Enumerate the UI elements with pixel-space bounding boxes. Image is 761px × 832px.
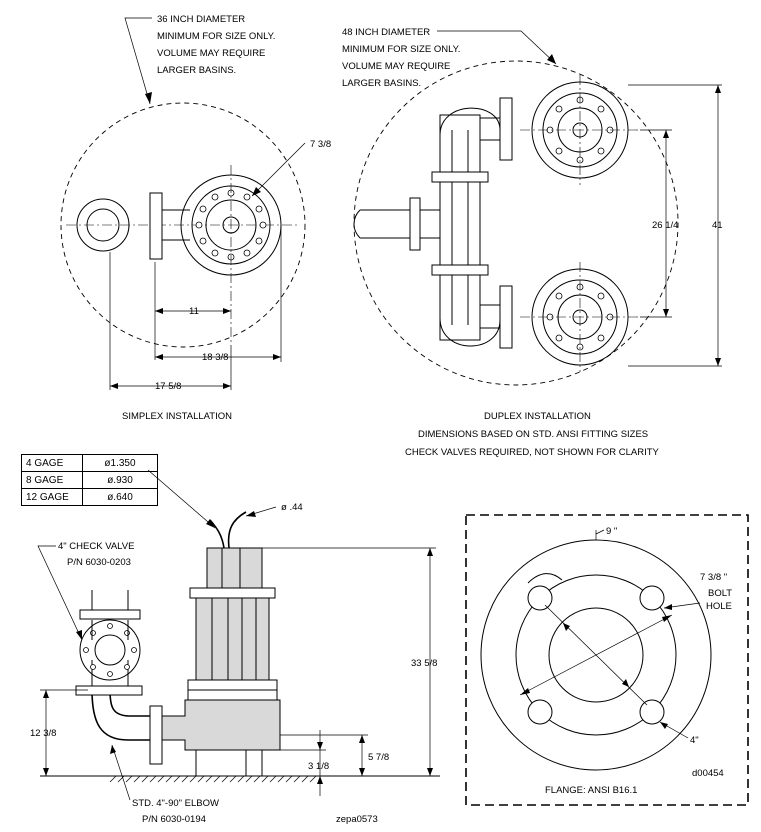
- cable-dia-label: ø .44: [281, 502, 303, 513]
- dim-height: 33 5/8: [411, 658, 437, 669]
- simplex-note-line1: 36 INCH DIAMETER: [157, 14, 245, 25]
- duplex-installation: 48 INCH DIAMETER MINIMUM FOR SIZE ONLY. …: [342, 27, 723, 458]
- motor-flange-top: [189, 587, 276, 599]
- check-valve-flange-top: [79, 609, 141, 620]
- pump-volute: [161, 699, 281, 751]
- gage-table-leader: [147, 469, 216, 529]
- elbow-leader: [111, 744, 131, 801]
- floor-hatch: [109, 775, 317, 783]
- flange-detail: 9 " 7 3/8 " BOLT HOLE 4" d00454 FLANGE: …: [465, 514, 749, 806]
- duplex-note-leader: [437, 30, 557, 65]
- duplex-caption-line2: DIMENSIONS BASED ON STD. ANSI FITTING SI…: [418, 429, 648, 440]
- duplex-upper-bend: [439, 107, 501, 136]
- motor-housing: [195, 597, 270, 681]
- simplex-bolt-leader: [251, 142, 306, 197]
- check-valve-leader: [37, 545, 83, 641]
- flange-bolt-slots: [527, 573, 665, 725]
- table-row: 8 GAGE ø.930: [21, 471, 158, 489]
- simplex-dim-b: 18 3/8: [202, 352, 228, 363]
- duplex-outlet-stub: [353, 209, 410, 239]
- duplex-dim-inner: 26 1/4: [652, 220, 678, 231]
- bolt-hole-word1: BOLT: [708, 588, 732, 599]
- flange-bore: [548, 607, 644, 703]
- duplex-bottom-pump-flange: [499, 285, 513, 349]
- duplex-top-pump-flange: [499, 97, 513, 161]
- table-row: 12 GAGE ø.640: [21, 488, 158, 506]
- table-row: 4 GAGE ø1.350: [21, 454, 158, 472]
- duplex-flange-1: [431, 171, 489, 183]
- duplex-manifold-pipe: [439, 114, 481, 341]
- flange-dim-top: 9 ": [606, 526, 617, 537]
- dim-3-1-8: 3 1/8: [308, 761, 329, 772]
- seal-flange: [187, 689, 278, 701]
- simplex-flange-plate: [149, 192, 163, 260]
- simplex-bolt-holes: [195, 189, 267, 261]
- simplex-note-line4: LARGER BASINS.: [157, 65, 236, 76]
- simplex-dim-c: 17 5/8: [155, 381, 181, 392]
- dim-5-7-8: 5 7/8: [368, 752, 389, 763]
- duplex-note-line1: 48 INCH DIAMETER: [342, 27, 430, 38]
- simplex-note-arrow: [145, 92, 152, 104]
- diameter-cell: ø1.350: [82, 454, 158, 472]
- flange-bolt-circle: [515, 574, 677, 736]
- check-valve-body: [79, 619, 141, 681]
- bolt-hole-word2: HOLE: [706, 601, 732, 612]
- diameter-cell: ø.930: [82, 471, 158, 489]
- duplex-basin-outline: [353, 60, 679, 386]
- motor-cap: [206, 547, 263, 589]
- flange-drawing-id: d00454: [692, 768, 724, 779]
- simplex-bolt-arrow: [252, 187, 261, 196]
- flange-dim-4: 4": [690, 735, 699, 746]
- duplex-note-line4: LARGER BASINS.: [342, 78, 421, 89]
- simplex-installation: 36 INCH DIAMETER MINIMUM FOR SIZE ONLY. …: [60, 14, 331, 422]
- duplex-note-line3: VOLUME MAY REQUIRE: [342, 61, 450, 72]
- simplex-basin-outline: [60, 102, 306, 348]
- check-valve-label: 4" CHECK VALVE: [58, 541, 134, 552]
- simplex-dim-bolt: 7 3/8: [310, 139, 331, 150]
- simplex-note-line2: MINIMUM FOR SIZE ONLY.: [157, 31, 275, 42]
- elevation-drawing-id: zepa0573: [336, 814, 378, 825]
- elbow-label: STD. 4"-90" ELBOW: [132, 798, 219, 809]
- duplex-caption-line3: CHECK VALVES REQUIRED, NOT SHOWN FOR CLA…: [405, 447, 660, 458]
- diameter-cell: ø.640: [82, 488, 158, 506]
- gage-cell: 8 GAGE: [21, 471, 83, 489]
- elbow-pn: P/N 6030-0194: [142, 814, 206, 825]
- flange-caption: FLANGE: ANSI B16.1: [545, 785, 637, 796]
- duplex-outlet-flange: [409, 197, 421, 251]
- motor-flange-bottom: [187, 679, 278, 691]
- power-cable: [227, 511, 247, 549]
- gage-cell: 12 GAGE: [21, 488, 83, 506]
- simplex-caption: SIMPLEX INSTALLATION: [122, 411, 232, 422]
- check-valve-bolts: [83, 623, 137, 677]
- duplex-caption-title: DUPLEX INSTALLATION: [484, 411, 591, 422]
- duplex-dim-outer: 41: [712, 220, 723, 231]
- duplex-note-arrow: [547, 54, 556, 64]
- duplex-bottom-bolt-holes: [546, 283, 614, 351]
- gage-cell: 4 GAGE: [21, 454, 83, 472]
- riser-flange-bottom: [75, 685, 143, 696]
- flange-diagonal-2: [519, 614, 673, 696]
- duplex-flange-2: [431, 264, 489, 276]
- simplex-note-line3: VOLUME MAY REQUIRE: [157, 48, 265, 59]
- cable-gage-table: 4 GAGE ø1.350 8 GAGE ø.930 12 GAGE ø.640: [21, 454, 158, 506]
- discharge-flange: [149, 705, 163, 765]
- flange-detail-border: [465, 514, 749, 806]
- duplex-note-line2: MINIMUM FOR SIZE ONLY.: [342, 44, 460, 55]
- elbow-outer: [91, 689, 150, 741]
- simplex-dim-a: 11: [189, 306, 199, 317]
- control-cable: [209, 519, 225, 549]
- bolt-hole-size: 7 3/8 ": [700, 572, 727, 583]
- simplex-note-leader: [124, 17, 152, 105]
- pump-elevation: ø .44 4" CHEC: [30, 469, 440, 825]
- dim-discharge: 12 3/8: [30, 728, 56, 739]
- duplex-lower-bend: [439, 317, 501, 347]
- check-valve-pn: P/N 6030-0203: [67, 557, 131, 568]
